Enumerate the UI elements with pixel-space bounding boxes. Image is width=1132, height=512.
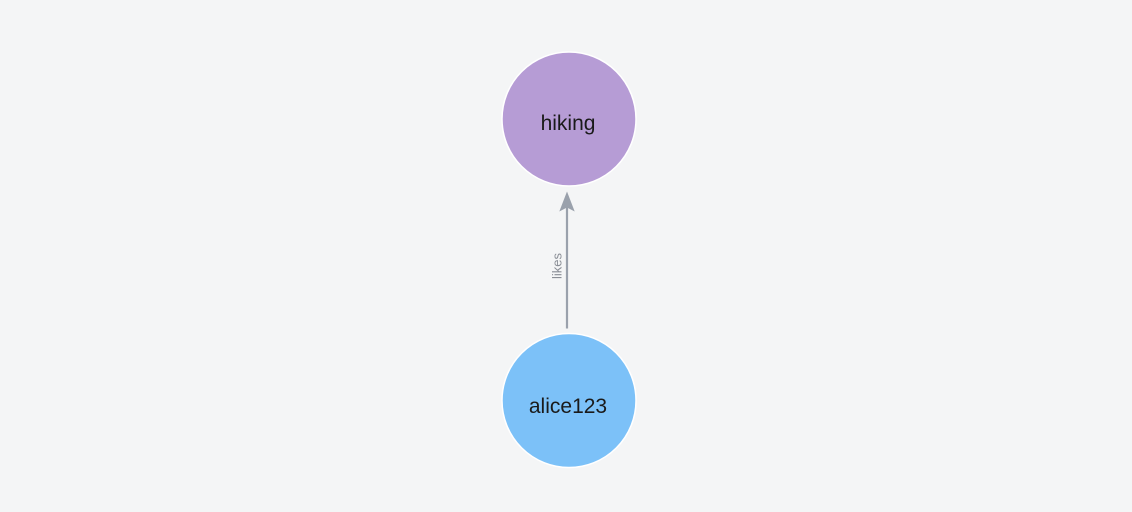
node-alice123-label: alice123 xyxy=(529,395,607,418)
node-hiking-circle[interactable] xyxy=(501,51,637,187)
edge-label: likes xyxy=(550,253,565,280)
node-alice123-circle[interactable] xyxy=(501,332,637,469)
node-hiking[interactable]: hiking xyxy=(501,51,637,187)
node-alice123[interactable]: alice123 xyxy=(501,332,637,469)
edge-arrowhead-icon xyxy=(559,191,575,212)
edge-alice123-likes-hiking: likes xyxy=(550,191,575,329)
node-hiking-label: hiking xyxy=(541,112,596,135)
